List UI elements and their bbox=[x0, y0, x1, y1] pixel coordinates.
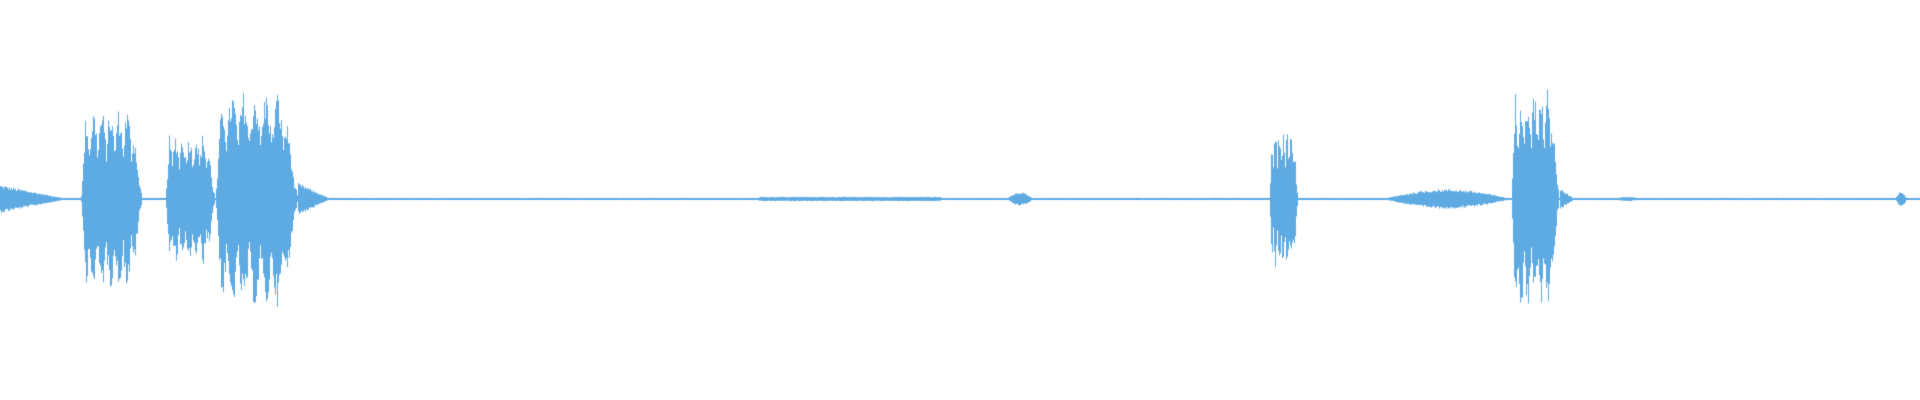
audio-waveform[interactable] bbox=[0, 0, 1920, 400]
